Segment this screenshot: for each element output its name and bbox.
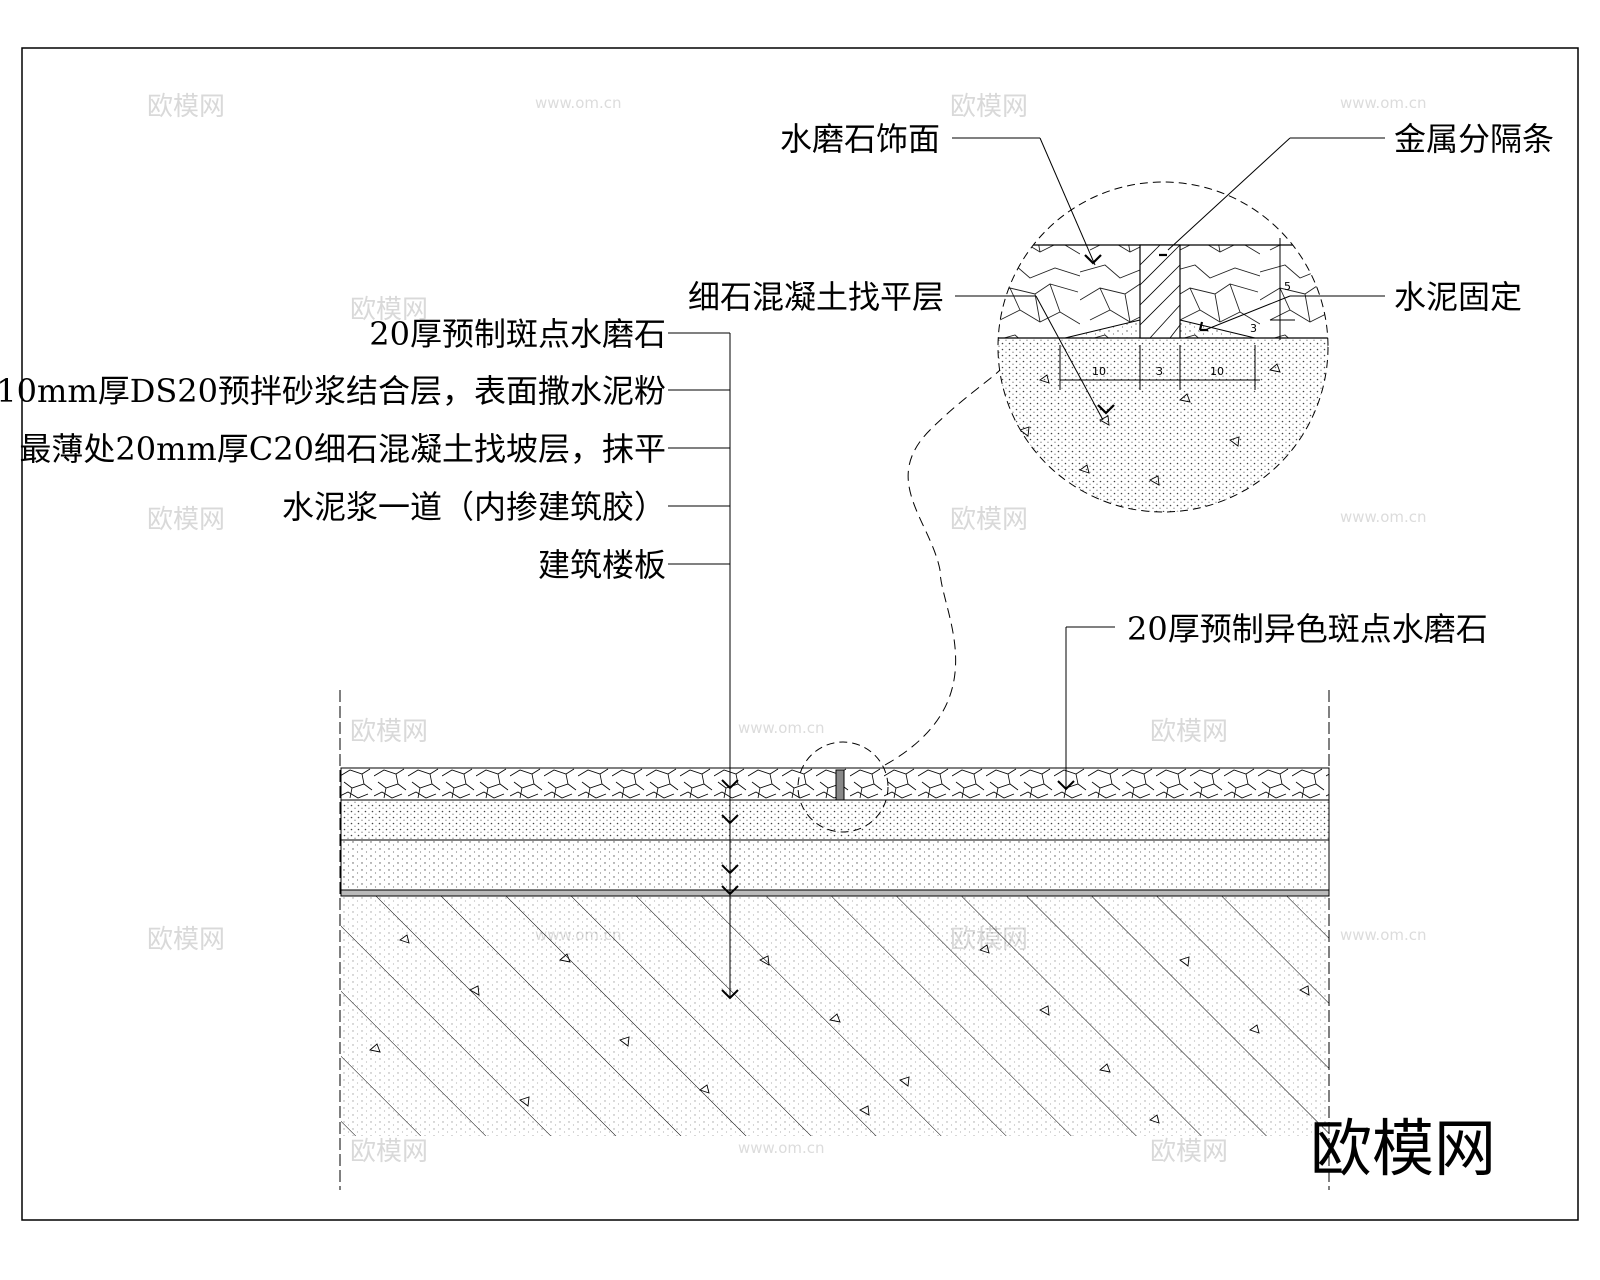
label-layer-1: 20厚预制斑点水磨石 [369,315,666,353]
label-terrazzo-surface: 水磨石饰面 [780,120,940,158]
dim-left: 10 [1092,365,1106,378]
watermark-url: www.om.cn [1340,508,1427,526]
terrazzo-layer [340,767,1330,801]
watermark-text: 欧模网 [147,505,225,535]
dim-mid: 3 [1156,365,1163,378]
watermark-text: 欧模网 [147,925,225,955]
watermark-text: 欧模网 [350,717,428,747]
watermark-text: 欧模网 [147,92,225,122]
watermark-url: www.om.cn [1340,926,1427,944]
label-layer-5: 建筑楼板 [538,546,666,584]
watermark-url: www.om.cn [535,94,622,112]
dim-small-1: 5 [1284,280,1291,293]
detail-leaders [952,137,1385,421]
dim-small-2: 3 [1250,322,1257,335]
label-cement-fix: 水泥固定 [1394,278,1522,316]
section-view [339,369,1330,1190]
site-logo: 欧模网 [1310,1112,1496,1185]
watermark-text: 欧模网 [1150,1137,1228,1167]
metal-strip-section [835,769,845,801]
label-alt-terrazzo: 20厚预制异色斑点水磨石 [1127,610,1488,648]
label-fine-concrete-leveling: 细石混凝土找平层 [688,278,944,316]
labels: 水磨石饰面 金属分隔条 细石混凝土找平层 水泥固定 20厚预制斑点水磨石 10m… [0,120,1554,648]
mortar-layer [340,799,1330,841]
detail-callout-circle [797,741,889,833]
layer-leaders [668,332,1115,1000]
watermark-url: www.om.cn [738,1139,825,1157]
drawing-frame [21,47,1579,1221]
detail-view: 10 3 10 5 3 [997,181,1329,513]
dim-right: 10 [1210,365,1224,378]
label-metal-strip: 金属分隔条 [1394,120,1554,158]
watermark-text: 欧模网 [350,1137,428,1167]
watermark-text: 欧模网 [950,92,1028,122]
detail-connector [884,369,1001,766]
watermark-url: www.om.cn [738,719,825,737]
slope-layer [340,839,1330,891]
cement-slurry-layer [340,889,1330,897]
label-layer-4: 水泥浆一道（内掺建筑胶） [282,488,666,526]
watermark-text: 欧模网 [950,505,1028,535]
label-layer-3: 最薄处20mm厚C20细石混凝土找坡层，抹平 [19,430,666,468]
watermark-url: www.om.cn [1340,94,1427,112]
label-layer-2: 10mm厚DS20预拌砂浆结合层，表面撒水泥粉 [0,372,666,410]
watermark-group: 欧模网 www.om.cn 欧模网 www.om.cn 欧模网 欧模网 欧模网 … [147,92,1427,1167]
watermark-text: 欧模网 [1150,717,1228,747]
watermark-text: 欧模网 [350,295,428,325]
